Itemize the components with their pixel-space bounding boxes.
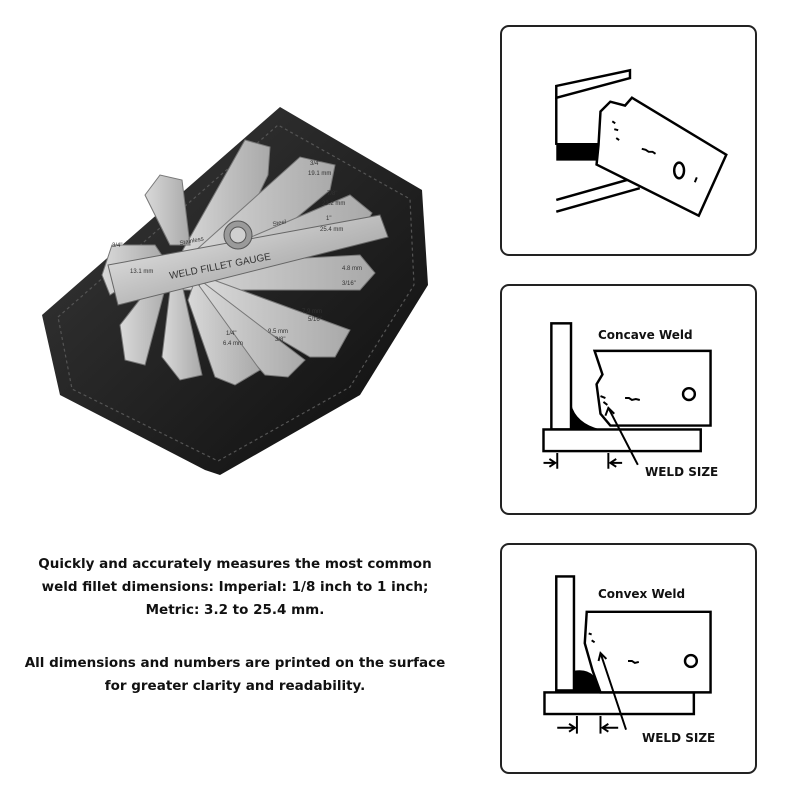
- description-paragraph-1: Quickly and accurately measures the most…: [38, 556, 432, 618]
- blade-5-16-mm-label: 7.9 mm: [302, 309, 322, 315]
- blade-1in-label: 1": [326, 216, 331, 222]
- blade-1-4-mm-label: 6.4 mm: [223, 341, 243, 347]
- convex-weld-size-label: WELD SIZE: [642, 731, 716, 745]
- steel-mark: Steel: [272, 219, 287, 228]
- diagram-panel-convex: Convex Weld WELD SIZE: [500, 543, 757, 774]
- blade-13mm-label: 13.1 mm: [130, 269, 153, 275]
- weld-gauge-illustration: WELD FILLET GAUGE Stainless Steel 1" 25.…: [42, 107, 428, 475]
- description-paragraph-2: All dimensions and numbers are printed o…: [24, 655, 446, 694]
- blade-3-8-mm-label: 9.5 mm: [268, 329, 288, 335]
- blade-3-8-label: 3/8": [275, 337, 285, 343]
- edge-diagram: [555, 68, 728, 218]
- blade-left-label: 3/4": [112, 243, 122, 249]
- blade-5-16-label: 5/16": [308, 317, 322, 323]
- concave-weld-title: Concave Weld: [598, 328, 693, 342]
- blade-1in-mm-label: 25.4 mm: [320, 227, 343, 233]
- product-image: WELD FILLET GAUGE Stainless Steel 1" 25.…: [30, 95, 440, 485]
- convex-weld-title: Convex Weld: [598, 587, 686, 601]
- concave-weld-diagram: [542, 322, 712, 469]
- main-blade: [107, 214, 389, 306]
- diagram-panel-concave: Concave Weld WELD SIZE: [500, 284, 757, 515]
- blade-3-16-mm-label: 4.8 mm: [342, 266, 362, 272]
- convex-weld-diagram: [543, 575, 712, 734]
- stainless-mark: Stainless: [179, 236, 204, 247]
- blade-3-16-label: 3/16": [342, 281, 356, 287]
- concave-weld-size-label: WELD SIZE: [645, 465, 719, 479]
- blade-3-4-mm-label: 19.1 mm: [308, 171, 331, 177]
- blade-3-4-label: 3/4": [310, 161, 320, 167]
- diagram-panel-edge: [500, 25, 757, 256]
- blade-7-8-label: 7/8": [327, 191, 337, 197]
- blade-1-4-label: 1/4": [226, 331, 236, 337]
- blade-7-8-mm-label: 22.2 mm: [322, 201, 345, 207]
